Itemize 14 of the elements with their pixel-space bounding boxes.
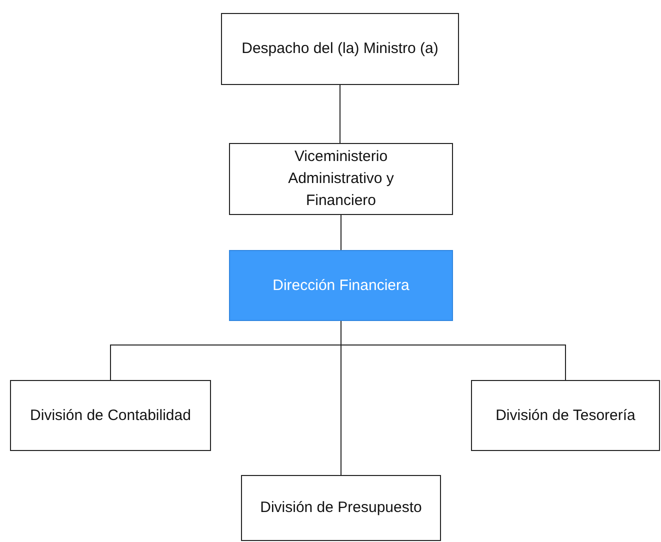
box-label: División de Tesorería xyxy=(496,406,636,426)
connector-line xyxy=(340,214,342,250)
org-box xyxy=(10,380,211,451)
box-label: Viceministerio Administrativo y Financiero xyxy=(287,147,395,211)
box-label: División de Contabilidad xyxy=(30,406,191,426)
org-box xyxy=(471,380,660,451)
box-label: Despacho del (la) Ministro (a) xyxy=(242,39,438,59)
box-label: Dirección Financiera xyxy=(272,276,410,296)
box-label: División de Presupuesto xyxy=(260,498,422,518)
connector-line xyxy=(340,320,342,476)
org-box xyxy=(241,475,441,541)
org-box xyxy=(229,143,453,215)
org-box xyxy=(221,13,459,85)
org-box xyxy=(229,250,453,321)
